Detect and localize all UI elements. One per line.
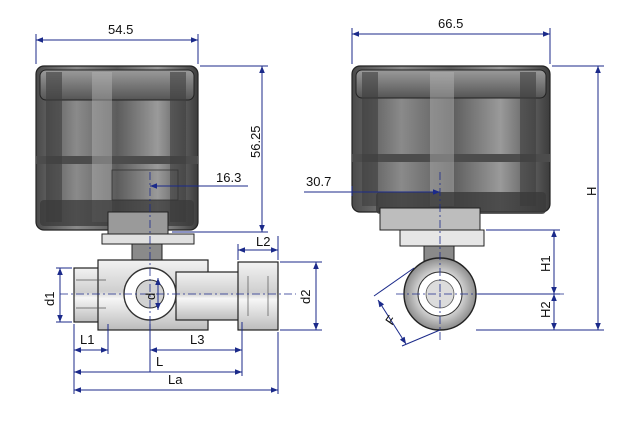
- dim-H1: H1: [478, 229, 560, 295]
- dim-L-label: L: [156, 354, 163, 369]
- front-valve-body: [73, 259, 279, 331]
- dim-L1: L1: [73, 324, 109, 394]
- side-actuator: [351, 65, 551, 231]
- front-view: 54.5 56.25 16.3 L2 d1 d: [35, 22, 322, 394]
- dim-L2: L2: [237, 234, 279, 260]
- dim-L: L: [74, 354, 242, 375]
- dim-d2-label: d2: [298, 290, 313, 304]
- dim-width-front-label: 54.5: [108, 22, 133, 37]
- dim-H2-label: H2: [538, 301, 553, 318]
- dim-L2-label: L2: [256, 234, 270, 249]
- side-view: 66.5 30.7 H H1 H2 F: [304, 16, 604, 347]
- dim-offset-side-label: 30.7: [306, 174, 331, 189]
- dim-L3-label: L3: [190, 332, 204, 347]
- dim-L3: L3: [149, 322, 243, 376]
- dim-H-label: H: [584, 187, 599, 196]
- dim-F-label: F: [382, 313, 399, 328]
- side-stem: [399, 229, 485, 263]
- dim-H2: H2: [538, 294, 557, 330]
- dim-La-label: La: [168, 372, 183, 387]
- dim-H: H: [476, 65, 604, 331]
- dim-offset-front: 16.3: [150, 170, 248, 189]
- dim-height-actuator-label: 56.25: [248, 125, 263, 158]
- dim-L1-label: L1: [80, 332, 94, 347]
- dim-offset-front-label: 16.3: [216, 170, 241, 185]
- dim-width-side-label: 66.5: [438, 16, 463, 31]
- dim-d-label: d: [143, 293, 158, 300]
- front-stem: [101, 211, 195, 261]
- dim-width-front: 54.5: [35, 22, 199, 64]
- dim-width-side: 66.5: [351, 16, 551, 64]
- dim-d2: d2: [280, 261, 322, 331]
- dim-La: La: [74, 332, 279, 394]
- dim-height-actuator: 56.25: [172, 65, 268, 233]
- dim-d1-label: d1: [42, 292, 57, 306]
- dim-offset-side: 30.7: [304, 174, 440, 196]
- front-actuator: [35, 65, 199, 231]
- dim-d1: d1: [42, 267, 72, 323]
- dim-H1-label: H1: [538, 255, 553, 272]
- dim-d: d: [143, 278, 161, 310]
